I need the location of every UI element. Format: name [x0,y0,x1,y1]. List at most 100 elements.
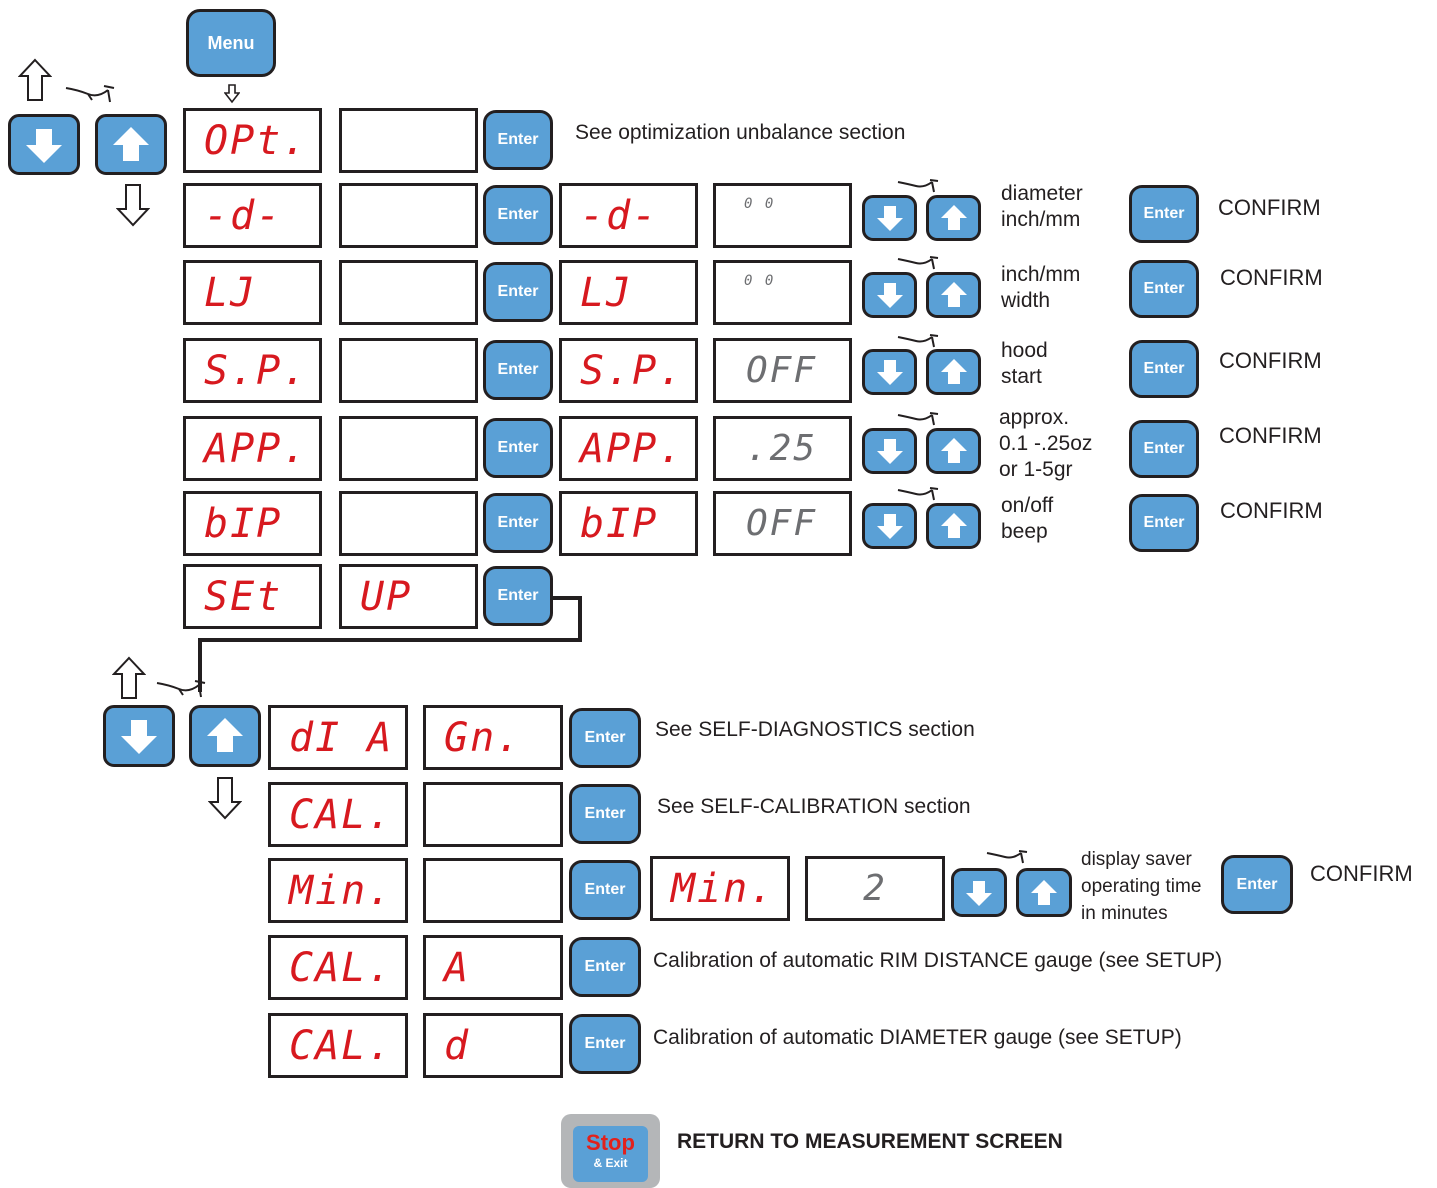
display-hood-start: S.P. [183,338,322,403]
display-diameter: -d- [559,183,698,248]
menu-button[interactable]: Menu [186,9,276,77]
up-arrow-icon [940,513,967,538]
wheel-gauge-icon [897,256,939,270]
down-key[interactable] [8,114,80,175]
enter-button[interactable]: Enter [1129,260,1199,318]
display-width-value: 0 0 [713,260,852,325]
display-calibration-rim: CAL. [268,935,408,1000]
display-approximation: APP. [559,416,698,481]
scroll-down-outline-icon [208,777,242,820]
enter-button[interactable]: Enter [483,493,553,553]
down-key[interactable] [862,195,917,241]
stop-exit-face: Stop & Exit [573,1126,648,1182]
enter-button[interactable]: Enter [483,566,553,626]
enter-button[interactable]: Enter [483,262,553,322]
enter-button[interactable]: Enter [483,185,553,245]
display-minutes: Min. [268,858,408,923]
display-blank [339,491,478,556]
enter-button[interactable]: Enter [1129,340,1199,398]
wheel-gauge-icon [897,487,939,501]
wheel-gauge-icon [897,179,939,193]
up-key[interactable] [1016,868,1072,917]
enter-button[interactable]: Enter [569,1014,641,1074]
enter-button[interactable]: Enter [1129,494,1199,552]
confirm-label: CONFIRM [1219,423,1322,448]
up-arrow-icon [113,126,149,161]
up-key[interactable] [926,195,981,241]
opt-note: See optimization unbalance section [575,121,906,144]
enter-button[interactable]: Enter [1221,855,1293,914]
display-blank [423,858,563,923]
enter-button[interactable]: Enter [1129,420,1199,478]
down-arrow-icon [966,880,992,906]
enter-button[interactable]: Enter [569,937,641,997]
display-hood-start: S.P. [559,338,698,403]
enter-button[interactable]: Enter [1129,185,1199,243]
up-key[interactable] [926,272,981,318]
calibration-note: See SELF-CALIBRATION section [657,795,971,818]
up-arrow-icon [207,718,243,752]
down-arrow-icon [876,360,903,385]
display-setup: SEt [183,564,322,629]
display-hood-start-value: OFF [713,338,852,403]
display-setup-value: UP [339,564,478,629]
diagnostics-note: See SELF-DIAGNOSTICS section [655,718,975,741]
display-blank [339,416,478,481]
up-key[interactable] [926,428,981,474]
down-key[interactable] [862,428,917,474]
down-key[interactable] [862,503,917,549]
display-beep: bIP [183,491,322,556]
up-key[interactable] [926,349,981,395]
confirm-label: CONFIRM [1219,348,1322,373]
enter-button[interactable]: Enter [569,784,641,844]
enter-button[interactable]: Enter [569,860,641,920]
scroll-up-outline-icon [112,656,146,699]
display-blank [339,183,478,248]
enter-button[interactable]: Enter [483,110,553,170]
up-arrow-icon [940,359,967,384]
wheel-gauge-icon [65,85,115,103]
display-calibration-diameter: CAL. [268,1013,408,1078]
down-arrow-icon [26,128,62,163]
display-calibration-diameter-value: d [423,1013,563,1078]
display-diameter: -d- [183,183,322,248]
down-arrow-icon [876,206,903,231]
down-key[interactable] [862,272,917,318]
enter-button[interactable]: Enter [483,340,553,400]
down-arrow-icon [876,514,903,539]
rim-distance-note: Calibration of automatic RIM DISTANCE ga… [653,949,1223,972]
scroll-up-outline-icon [18,58,52,101]
display-calibration: CAL. [268,782,408,847]
enter-button[interactable]: Enter [483,418,553,478]
display-beep: bIP [559,491,698,556]
up-key[interactable] [95,114,167,175]
display-beep-value: OFF [713,491,852,556]
display-diagnostics: dI A [268,705,408,770]
down-key[interactable] [103,705,175,767]
up-key[interactable] [926,503,981,549]
display-blank [339,338,478,403]
stop-exit-button[interactable]: Stop & Exit [561,1114,660,1188]
down-key[interactable] [862,349,917,395]
wheel-gauge-icon [986,850,1028,864]
down-key[interactable] [951,868,1007,917]
display-blank [339,108,478,173]
scroll-down-outline-icon [116,184,150,227]
display-width: LJ [183,260,322,325]
menu-down-arrow-icon [224,84,240,104]
display-approximation: APP. [183,416,322,481]
return-label: RETURN TO MEASUREMENT SCREEN [677,1130,1063,1153]
wheel-gauge-icon [156,680,206,698]
exit-label: & Exit [593,1156,628,1170]
down-arrow-icon [121,720,157,754]
display-blank [339,260,478,325]
enter-button[interactable]: Enter [569,708,641,768]
confirm-label: CONFIRM [1218,195,1321,220]
up-key[interactable] [189,705,261,767]
diameter-gauge-note: Calibration of automatic DIAMETER gauge … [653,1026,1182,1049]
display-blank [423,782,563,847]
